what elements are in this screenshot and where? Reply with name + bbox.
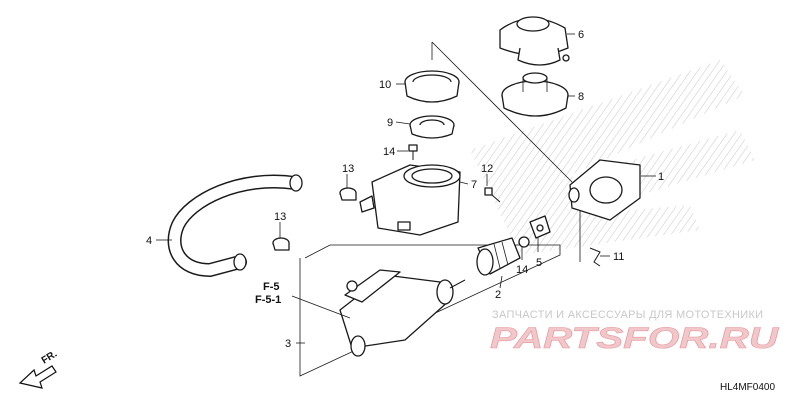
watermark-tagline: ЗАПЧАСТИ И АКСЕССУАРЫ ДЛЯ МОТОТЕХНИКИ	[492, 309, 763, 321]
callout-8: 8	[578, 91, 584, 103]
callout-11: 11	[613, 251, 624, 263]
callout-4: 4	[146, 235, 152, 247]
part-5-joint[interactable]	[529, 215, 551, 239]
part-13-hose-clip-upper[interactable]	[339, 187, 357, 201]
part-10-diaphragm[interactable]	[404, 70, 460, 103]
assembly-frame-lower	[299, 244, 561, 377]
part-9-diaphragm-plate[interactable]	[409, 115, 455, 139]
callout-2: 2	[495, 289, 501, 301]
part-8-cap-plate[interactable]	[501, 72, 569, 117]
leader-lines	[156, 33, 656, 344]
part-7-reservoir[interactable]	[359, 164, 461, 236]
part-15-o-ring[interactable]	[518, 236, 530, 248]
callout-14: 14	[383, 146, 395, 158]
part-14-screw[interactable]	[408, 144, 418, 160]
part-12-bolt[interactable]	[484, 187, 501, 203]
part-4-hose[interactable]	[167, 174, 303, 278]
callout-13-lower: 13	[274, 211, 286, 223]
part-13-hose-clip-lower[interactable]	[272, 237, 290, 251]
part-1-holder[interactable]	[568, 159, 641, 221]
callout-15: 14	[516, 264, 528, 276]
callout-10: 10	[379, 79, 391, 91]
callout-5: 5	[536, 257, 542, 269]
part-3-master-cylinder[interactable]	[339, 269, 466, 357]
callout-12: 12	[481, 163, 493, 175]
watermark-logo: PARTSFOR.RU	[490, 322, 780, 355]
callout-3: 3	[285, 338, 291, 350]
background-wing-emblem	[470, 60, 755, 255]
part-2-boot[interactable]	[476, 237, 521, 276]
diagram-code: HL4MF0400	[720, 382, 775, 393]
ref-f5-1: F-5-1	[255, 294, 281, 306]
callout-7: 7	[471, 179, 477, 191]
callout-6: 6	[578, 29, 584, 41]
ref-f5: F-5	[263, 281, 280, 293]
callout-1: 1	[658, 171, 664, 183]
part-6-reservoir-cap[interactable]	[499, 16, 570, 66]
part-11-clip[interactable]	[589, 247, 601, 267]
callout-13-upper: 13	[342, 163, 354, 175]
front-direction-arrow: FR.	[18, 349, 60, 389]
callout-9: 9	[387, 117, 393, 129]
direction-label: FR.	[40, 349, 60, 367]
